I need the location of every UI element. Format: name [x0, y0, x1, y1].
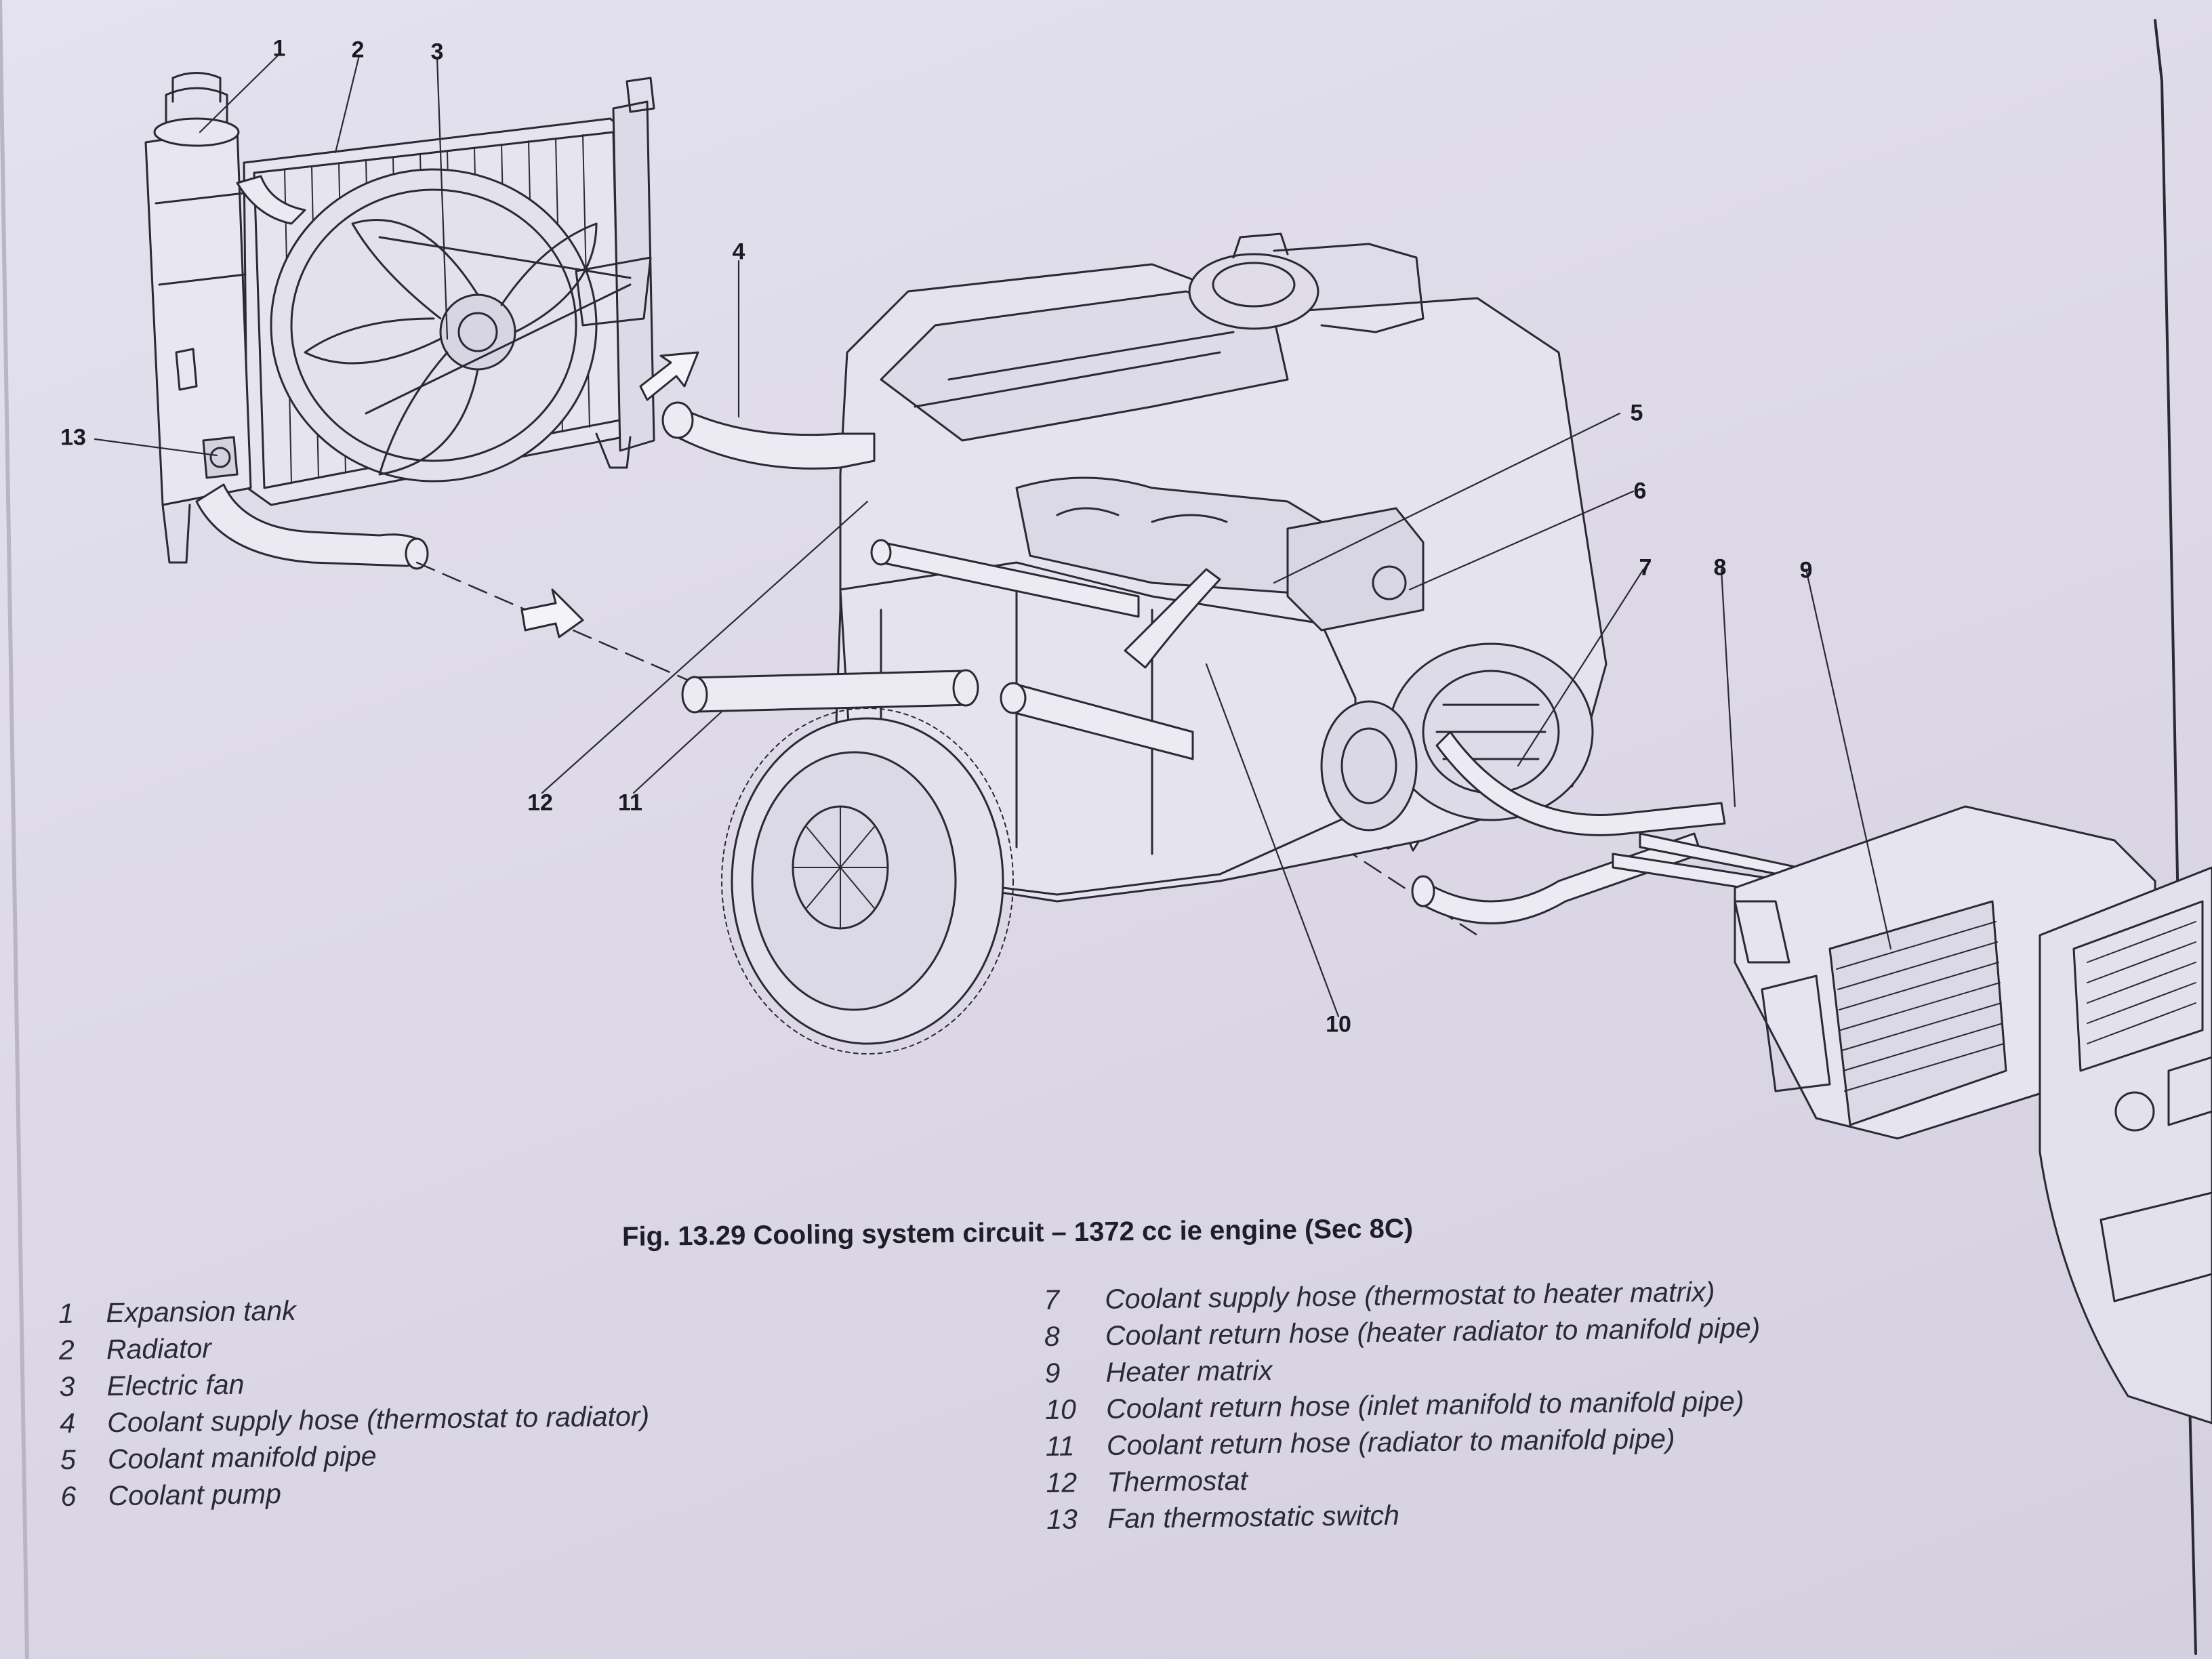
fan-thermostatic-switch: [202, 436, 239, 479]
legend-number: 8: [1044, 1320, 1061, 1352]
legend-number: 12: [1046, 1467, 1078, 1498]
legend-item: 6 Coolant pump: [60, 1473, 651, 1517]
legend-text: Coolant return hose (radiator to manifol…: [1106, 1422, 1675, 1461]
legend-number: 11: [1045, 1430, 1075, 1462]
legend-number: 10: [1044, 1393, 1077, 1425]
legend-number: 6: [60, 1480, 77, 1512]
callout-2: 2: [351, 37, 365, 63]
electric-fan: [270, 168, 652, 483]
callout-10: 10: [1326, 1011, 1351, 1038]
engine-hoses: [661, 401, 1831, 924]
legend-item: 4 Coolant supply hose (thermostat to rad…: [60, 1400, 650, 1444]
legend-text: Fan thermostatic switch: [1107, 1499, 1400, 1534]
callout-4: 4: [732, 239, 745, 265]
legend-number: 4: [59, 1407, 76, 1439]
legend-number: 13: [1046, 1503, 1078, 1535]
engine-block: [832, 232, 1607, 903]
legend-number: 9: [1044, 1357, 1061, 1389]
callout-5: 5: [1630, 400, 1643, 426]
leader-lines: [94, 54, 1892, 1018]
legend-text: Expansion tank: [105, 1294, 296, 1329]
callout-8: 8: [1713, 554, 1727, 581]
legend-text: Electric fan: [106, 1368, 245, 1402]
legend-text: Thermostat: [1107, 1465, 1248, 1498]
legend-right-column: 7 Coolant supply hose (thermostat to hea…: [1044, 1275, 1763, 1540]
callout-1: 1: [272, 35, 286, 62]
callout-12: 12: [527, 790, 553, 816]
callout-11: 11: [618, 790, 642, 816]
callout-6: 6: [1633, 478, 1647, 504]
legend-left-column: 1 Expansion tank 2 Radiator 3 Electric f…: [58, 1290, 651, 1517]
callout-7: 7: [1639, 554, 1652, 581]
legend-number: 2: [58, 1334, 75, 1366]
expansion-tank: [144, 72, 252, 564]
callout-3: 3: [430, 39, 444, 65]
legend-number: 5: [60, 1443, 77, 1475]
legend-text: Radiator: [106, 1332, 212, 1366]
callout-13: 13: [60, 424, 86, 451]
legend-text: Coolant manifold pipe: [107, 1440, 377, 1475]
legend-number: 3: [59, 1370, 75, 1402]
legend-text: Heater matrix: [1105, 1354, 1273, 1388]
dashboard: [2039, 866, 2212, 1425]
radiator-hoses: [195, 175, 429, 570]
legend-number: 7: [1044, 1284, 1060, 1315]
callout-9: 9: [1799, 557, 1813, 583]
legend-text: Coolant pump: [108, 1478, 282, 1512]
legend-number: 1: [58, 1297, 75, 1329]
legend-text: Coolant supply hose (thermostat to radia…: [106, 1400, 650, 1439]
